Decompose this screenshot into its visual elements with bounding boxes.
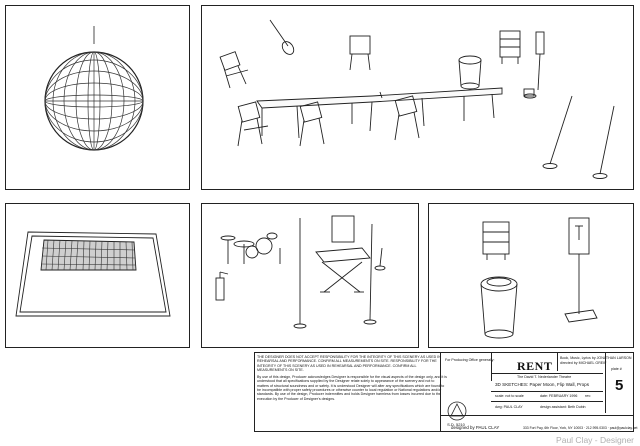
producer-label: For Producing Office generally: <box>445 358 495 362</box>
divider <box>491 401 603 402</box>
plate-label: plate # <box>611 367 622 371</box>
folding-chair-icon <box>219 51 249 89</box>
band-props-drawing <box>215 215 386 329</box>
scale: scale: not to scale <box>495 394 524 398</box>
design-assistant: design assistant: Beth Dubin <box>540 405 586 409</box>
divider <box>491 391 603 392</box>
divider <box>605 353 606 413</box>
divider <box>557 353 558 371</box>
drawing-title: 3D SKETCHES: Paper Moon, Flip Wall, Prop… <box>495 382 590 387</box>
date: date: FEBRUARY 1996 <box>540 394 578 398</box>
revision-label: rev: <box>585 394 591 398</box>
sketch-panel-mirror-ball <box>5 5 190 190</box>
street-props-drawing <box>480 217 598 339</box>
union-logo-icon <box>447 401 467 421</box>
tables-props-drawing <box>219 19 615 179</box>
credits: Book, Music, Lyrics by JONATHAN LARSON <box>560 356 632 360</box>
designed-by: designed by PAUL CLAY <box>451 425 500 430</box>
flip-wall-drawing <box>15 231 171 317</box>
divider <box>440 353 441 431</box>
show-title: RENT <box>517 359 553 373</box>
divider <box>440 415 633 416</box>
director: directed by MICHAEL GREIF <box>560 361 607 365</box>
theatre-name: The David T. Nederlander Theatre <box>517 375 572 379</box>
sketch-panel-flip-wall <box>5 203 190 348</box>
mirror-ball-drawing <box>44 26 144 151</box>
drawn-by: dwg: PAUL CLAY <box>495 405 523 409</box>
plate-number: 5 <box>615 377 624 394</box>
sketch-panel-band-props <box>201 203 419 348</box>
disclaimer-paragraph-2: By use of this design, Producer acknowle… <box>257 375 447 401</box>
designer-address: 333 Fort Fwy, 6th Floor, York, NY 10003 … <box>523 426 638 430</box>
sketch-panel-tables-props <box>201 5 634 190</box>
title-block: THE DESIGNER DOES NOT ACCEPT RESPONSIBIL… <box>254 352 638 432</box>
sketch-panel-street-props <box>428 203 634 348</box>
sd-number: S.D. 5210 <box>447 422 465 427</box>
disclaimer-text: THE DESIGNER DOES NOT ACCEPT RESPONSIBIL… <box>257 355 447 404</box>
disclaimer-paragraph-1: THE DESIGNER DOES NOT ACCEPT RESPONSIBIL… <box>257 355 441 372</box>
watermark: Paul Clay - Designer <box>556 435 634 445</box>
divider <box>491 373 603 374</box>
divider <box>491 353 492 381</box>
